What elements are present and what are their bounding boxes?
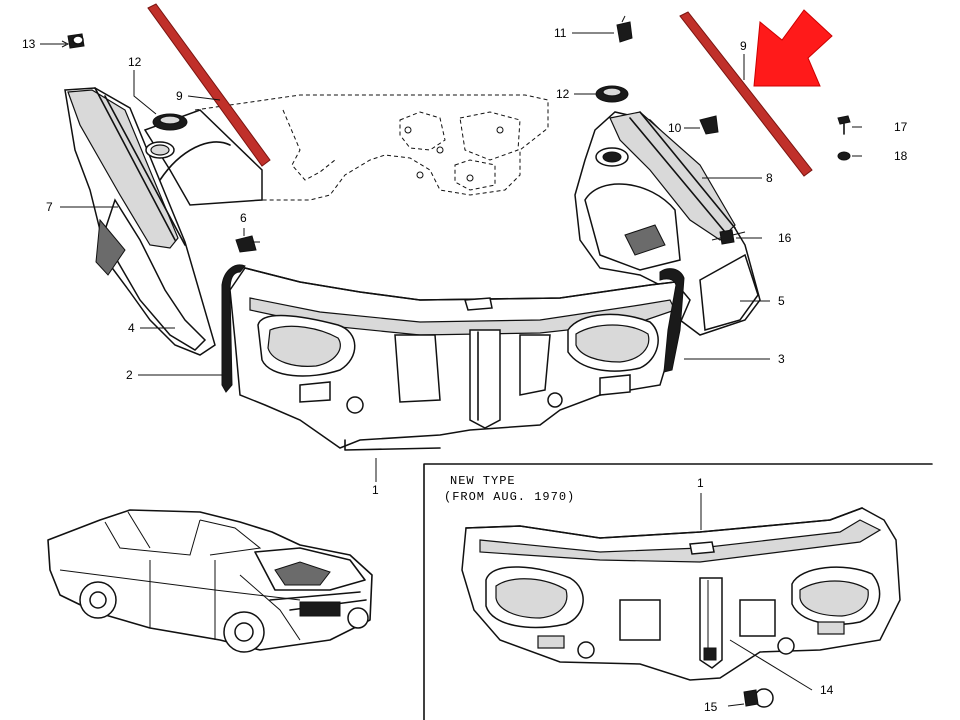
callout-11: 11 [554,26,567,40]
seal-left [221,264,246,393]
part-15-bolt [743,688,774,708]
callout-12-left: 12 [128,55,142,69]
left-hood-ledge-assembly [64,87,263,356]
hood-seal-right-highlight [679,11,813,177]
car-illustration-icon [47,509,373,653]
callout-9-left: 9 [176,89,183,103]
part-13-grommet [67,33,85,49]
callout-15: 15 [704,700,718,714]
callout-16: 16 [778,231,792,245]
callout-labels: 13 12 9 7 4 2 6 1 11 12 10 9 8 16 5 3 17… [22,26,908,497]
callout-leaders [40,32,862,482]
part-11-clip [616,15,633,43]
callout-2: 2 [126,368,133,382]
callout-18: 18 [894,149,908,163]
callout-5: 5 [778,294,785,308]
part-6-bolt [235,235,260,253]
callout-12-right: 12 [556,87,570,101]
part-16-clip [719,229,735,245]
callout-3: 3 [778,352,785,366]
callout-13: 13 [22,37,36,51]
callout-6: 6 [240,211,247,225]
callout-14: 14 [820,683,834,697]
right-hood-ledge-assembly [574,111,761,336]
callout-7: 7 [46,200,53,214]
seal-right [659,268,685,373]
part-12-plug-left [152,113,188,131]
callout-4: 4 [128,321,135,335]
inset-subtitle: (FROM AUG. 1970) [444,490,575,504]
callout-1-inset: 1 [697,476,704,490]
callout-17: 17 [894,120,908,134]
callout-10: 10 [668,121,682,135]
inset-title: NEW TYPE [450,474,516,488]
part-10-clip [699,115,719,135]
hood-seal-left-highlight [147,3,271,167]
part-17-screw [837,115,851,135]
part-12-plug-right [595,85,629,103]
new-type-inset: NEW TYPE (FROM AUG. 1970) 1 14 15 [423,463,933,720]
red-arrow-icon [753,9,833,87]
callout-8: 8 [766,171,773,185]
part-18-nut [837,151,851,161]
callout-9-right: 9 [740,39,747,53]
front-radiator-core-panel [229,267,691,451]
callout-1: 1 [372,483,379,497]
